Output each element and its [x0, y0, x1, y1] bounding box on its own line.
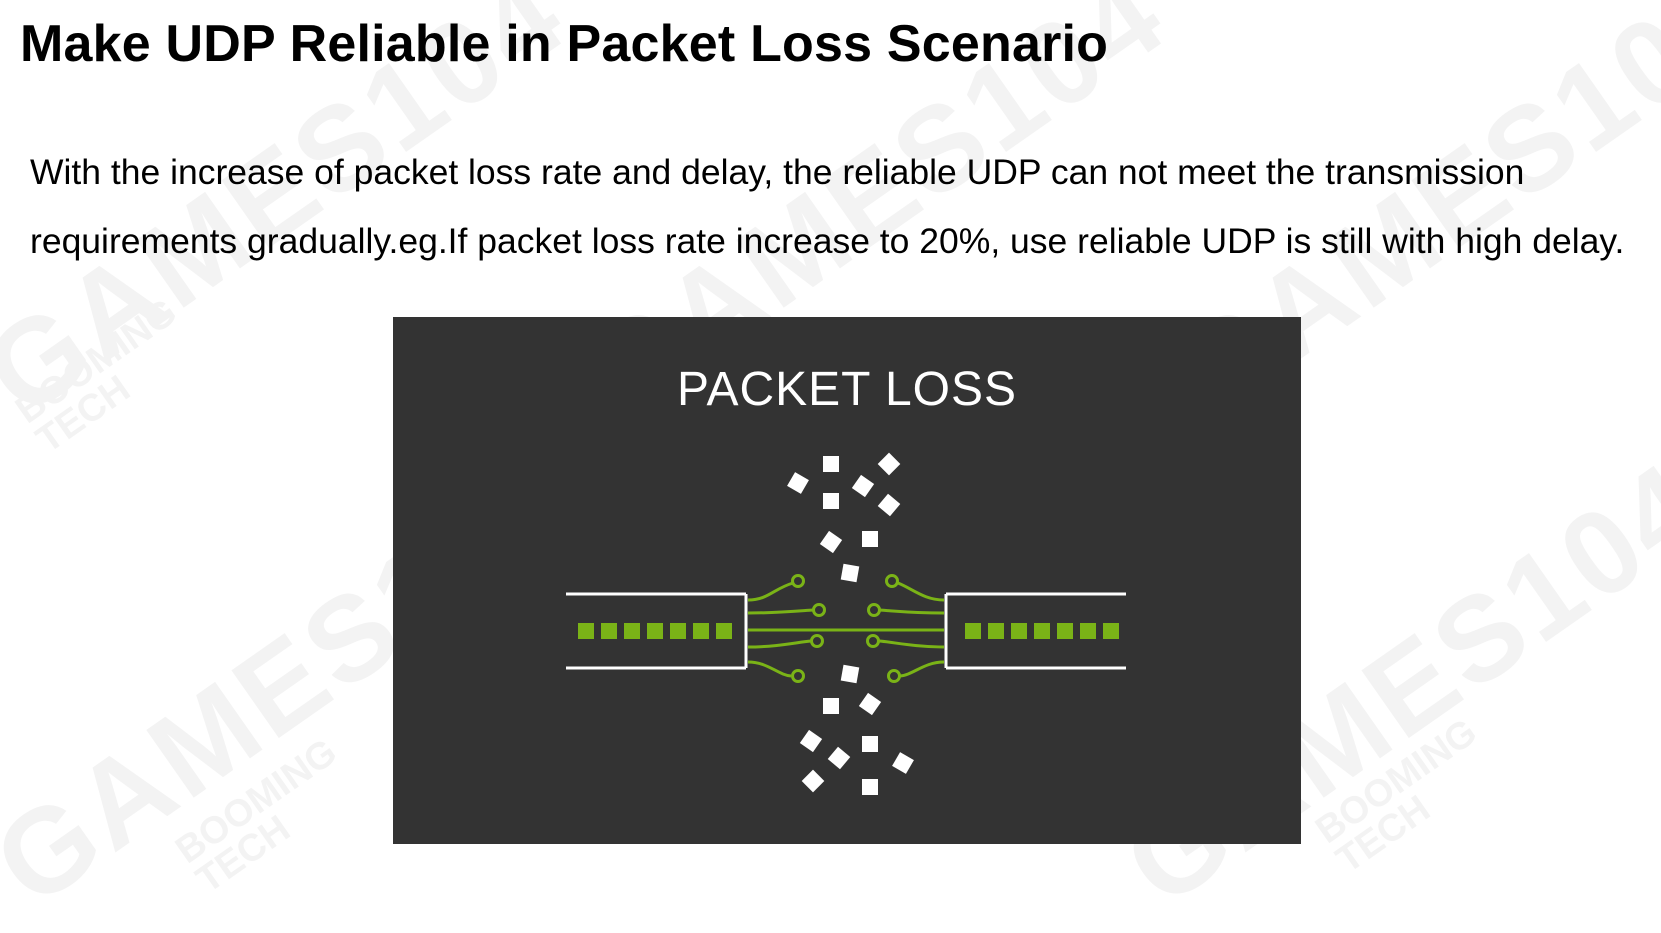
- packet-loss-label: PACKET LOSS: [677, 363, 1017, 416]
- queued-packet: [1103, 623, 1119, 639]
- lost-packet: [787, 472, 809, 494]
- queued-packet: [1057, 623, 1073, 639]
- left-pipe-icon: [566, 592, 748, 670]
- left-packet-queue: [578, 623, 732, 639]
- queued-packet: [1034, 623, 1050, 639]
- packet-loss-graphic: PACKET LOSS: [566, 363, 1126, 795]
- lost-packet: [877, 452, 901, 476]
- lost-packet: [827, 746, 851, 770]
- lost-packet: [840, 664, 860, 684]
- slide-title: Make UDP Reliable in Packet Loss Scenari…: [20, 15, 1109, 73]
- circuit-wires-icon: [747, 574, 945, 683]
- queued-packet: [1011, 623, 1027, 639]
- lost-packet: [892, 752, 914, 774]
- lost-packets: [787, 452, 914, 795]
- queued-packet: [601, 623, 617, 639]
- lost-packet: [840, 563, 860, 583]
- queued-packet: [578, 623, 594, 639]
- lost-packet: [823, 698, 839, 714]
- queued-packet: [647, 623, 663, 639]
- lost-packet: [858, 692, 882, 716]
- lost-packet: [819, 530, 843, 554]
- queued-packet: [670, 623, 686, 639]
- queued-packet: [693, 623, 709, 639]
- slide-body-text: With the increase of packet loss rate an…: [30, 152, 1625, 261]
- lost-packet: [851, 474, 875, 498]
- right-packet-queue: [965, 623, 1119, 639]
- queued-packet: [988, 623, 1004, 639]
- queued-packet: [716, 623, 732, 639]
- lost-packet: [799, 729, 823, 753]
- queued-packet: [965, 623, 981, 639]
- lost-packet: [801, 769, 825, 793]
- lost-packet: [823, 493, 839, 509]
- lost-packet: [862, 736, 878, 752]
- packet-loss-illustration: PACKET LOSS: [393, 317, 1301, 844]
- queued-packet: [1080, 623, 1096, 639]
- lost-packet: [877, 493, 901, 517]
- queued-packet: [624, 623, 640, 639]
- lost-packet: [862, 779, 878, 795]
- lost-packet: [862, 531, 878, 547]
- lost-packet: [823, 456, 839, 472]
- right-pipe-icon: [944, 592, 1126, 670]
